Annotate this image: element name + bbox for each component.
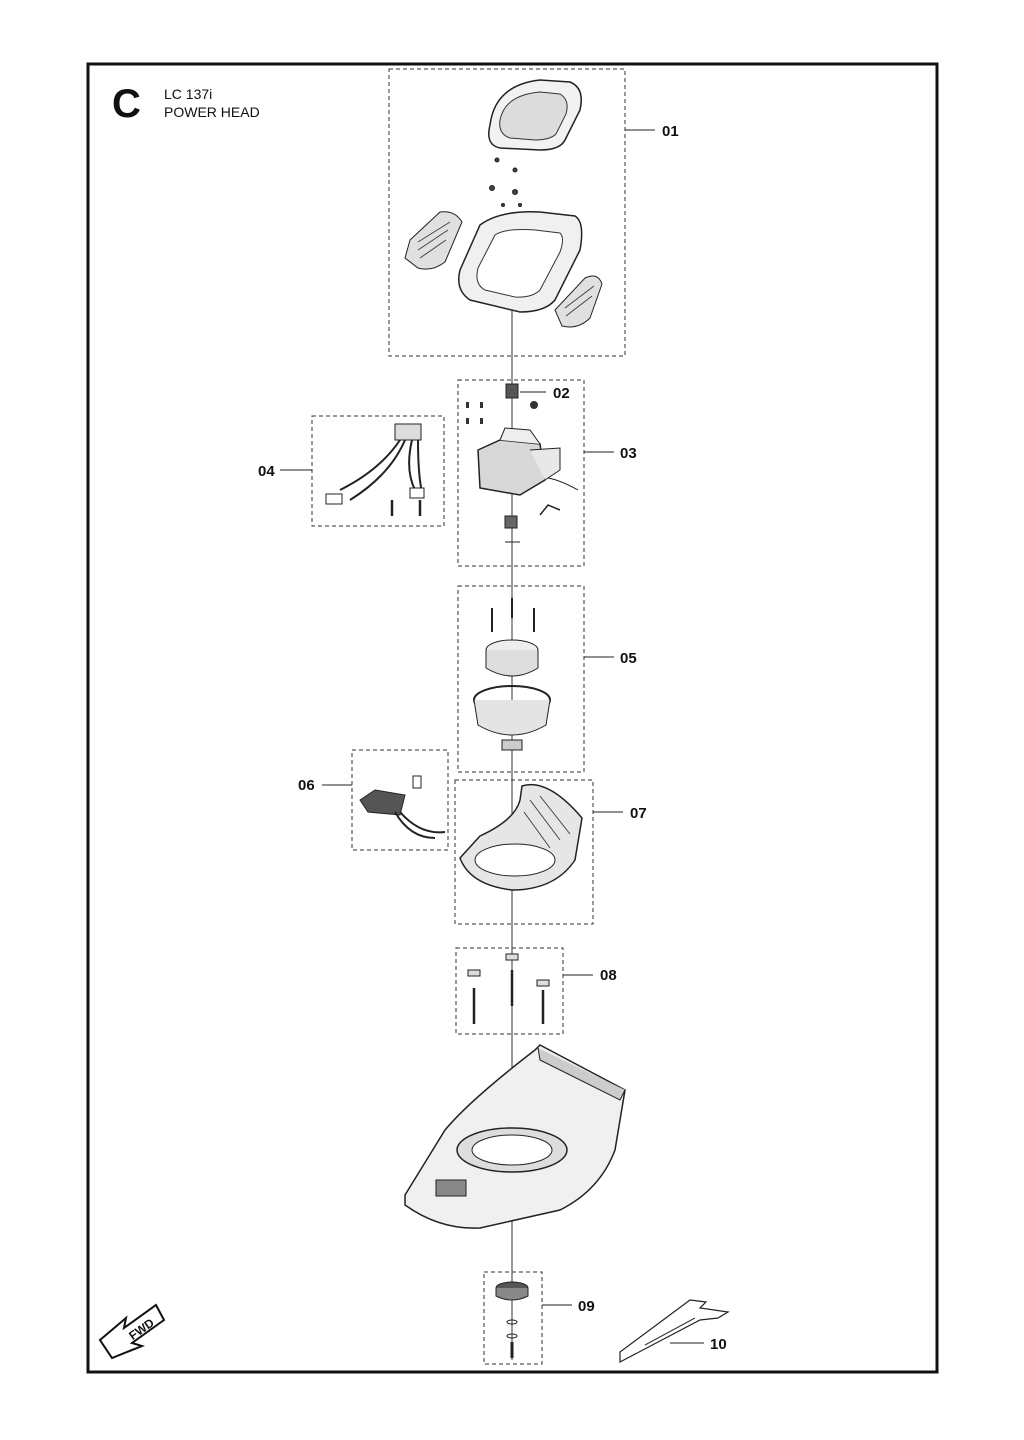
bolts-08 (472, 970, 545, 1024)
callout-04: 04 (258, 463, 275, 480)
section-letter: C (112, 82, 141, 126)
controller-wires (394, 811, 446, 839)
mower-deck (404, 1044, 626, 1229)
motor-shaft (501, 739, 523, 751)
part-group-05[interactable]: 05 (457, 585, 637, 773)
group-box-01 (388, 68, 626, 357)
blade-washer-b (506, 1333, 518, 1339)
group-box-07 (454, 779, 594, 925)
callout-01: 01 (662, 123, 679, 140)
group-box-08 (455, 947, 564, 1035)
housing-shell-opening (474, 843, 556, 877)
part-group-10[interactable]: 10 (619, 1299, 730, 1363)
part-group-01[interactable]: 01 (388, 68, 679, 357)
harness-connector (394, 423, 422, 441)
callout-07: 07 (630, 805, 647, 822)
top-cover-inset (499, 91, 568, 141)
motor-body (485, 650, 539, 677)
part-group-07[interactable]: 07 (454, 779, 647, 925)
group-box-03 (457, 379, 585, 567)
harness-plug-left (325, 493, 343, 505)
callout-03: 03 (620, 445, 637, 462)
mower-blade (619, 1299, 730, 1363)
wire-03b (539, 504, 561, 516)
housing-opening (476, 229, 563, 298)
motor-bracket-tab (529, 447, 561, 481)
forward-direction-marker: FWD (98, 1303, 166, 1360)
washers-08 (467, 953, 550, 987)
callout-02: 02 (553, 385, 570, 402)
blade-washer-a (506, 1319, 518, 1325)
motor-housing (473, 699, 551, 736)
callout-09: 09 (578, 1298, 595, 1315)
deck-motor-opening (471, 1134, 553, 1166)
group-box-09 (483, 1271, 543, 1365)
group-box-04 (311, 415, 445, 527)
callout-05: 05 (620, 650, 637, 667)
motor-screws (491, 598, 535, 632)
fwd-arrow-icon (98, 1303, 166, 1360)
part-group-03[interactable]: 02 03 (457, 379, 637, 567)
part-02-fitting (505, 383, 519, 399)
sensor-03 (504, 515, 518, 529)
wire-03a (547, 477, 579, 491)
page-title: POWER HEAD (164, 104, 260, 120)
side-panel-left (404, 211, 463, 270)
screws-01 (489, 157, 522, 207)
part-group-08[interactable]: 08 (455, 947, 617, 1035)
motor-bracket (477, 439, 546, 496)
housing-shell-ribs (523, 795, 571, 849)
harness-plug-right (409, 487, 425, 499)
blade-hub-base (495, 1288, 529, 1301)
part-group-09[interactable]: 09 (483, 1271, 595, 1365)
callout-06: 06 (298, 777, 315, 794)
part-group-04[interactable]: 04 (258, 415, 445, 527)
mower-blade-edge (644, 1317, 696, 1346)
callout-10: 10 (710, 1336, 727, 1353)
model-name: LC 137i (164, 86, 213, 102)
side-panel-right-ribs (564, 285, 595, 317)
callout-08: 08 (600, 967, 617, 984)
deck-handle-mount (435, 1179, 467, 1197)
pins-03 (466, 401, 538, 424)
page-frame (86, 62, 939, 1374)
motor-bracket-top (499, 427, 541, 445)
controller-clip (412, 775, 422, 789)
harness-wires (339, 439, 423, 501)
group-box-05 (457, 585, 585, 773)
part-group-06[interactable]: 06 (298, 749, 449, 851)
side-panel-left-ribs (417, 221, 451, 259)
deck-rear-flap (537, 1047, 626, 1101)
controller-module (359, 789, 406, 816)
